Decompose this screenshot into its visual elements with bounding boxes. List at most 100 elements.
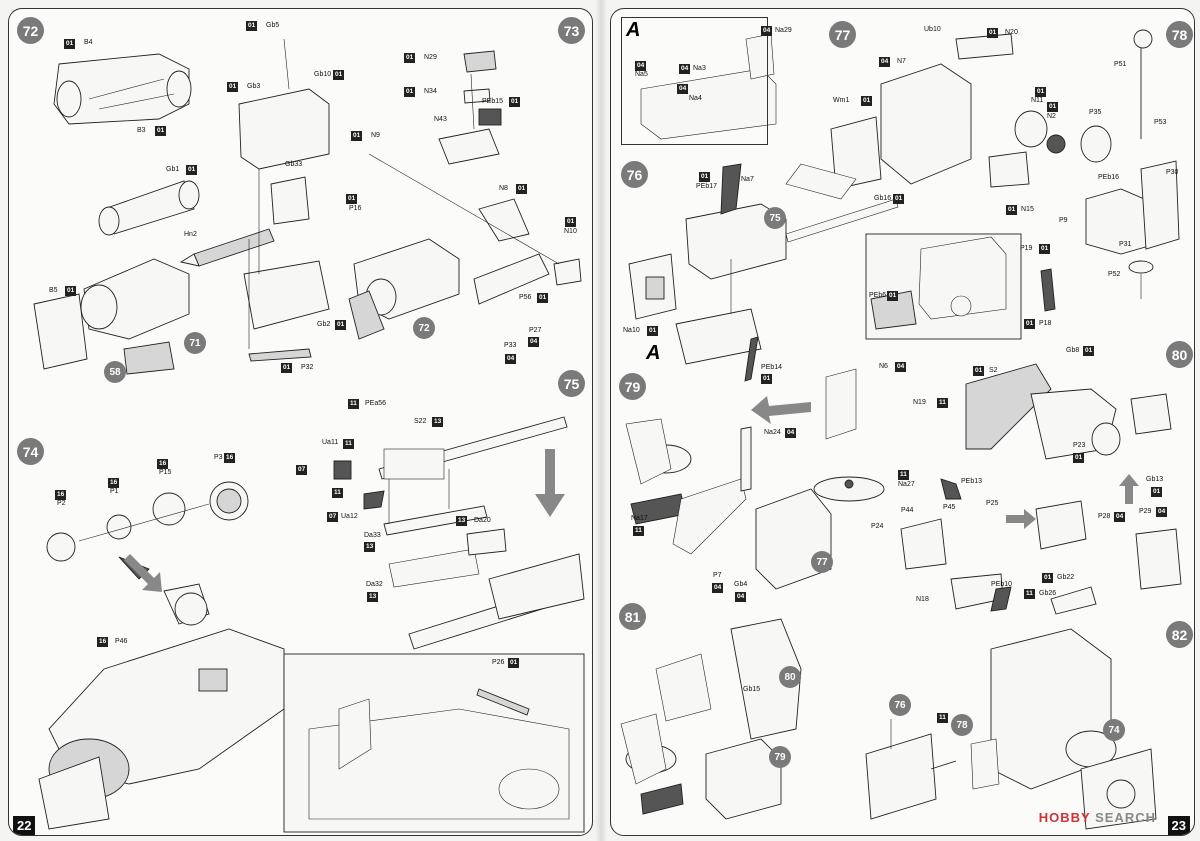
part-label: S22 [414,418,427,425]
sprue-code: 01 [761,374,773,384]
ref-step: 80 [779,666,801,688]
sprue-code: 07 [327,512,339,522]
sprue-code: 11 [633,526,644,536]
watermark-brand: HOBBY [1038,810,1091,825]
sprue-code: 01 [565,217,577,227]
sprue-code: 01 [333,70,345,80]
sprue-code: 16 [97,637,109,647]
page-number: 22 [13,816,36,835]
part-label: Gb3 [247,83,261,90]
sprue-code: 04 [785,428,797,438]
part-label: N8 [499,185,508,192]
sprue-code: 01 [1083,346,1095,356]
part-label: N15 [1021,206,1034,213]
sprue-code: 04 [677,84,689,94]
direction-arrow [535,449,565,517]
sprue-code: 01 [155,126,167,136]
part-label: P46 [115,638,128,645]
part-label: Na5 [635,71,648,78]
sprue-code: 01 [893,194,905,204]
sprue-code: 13 [432,417,444,427]
part-label: S2 [989,367,998,374]
direction-arrow [124,554,162,592]
part-label: P7 [713,572,722,579]
part-label: N19 [913,399,926,406]
part-label: P15 [159,469,172,476]
watermark: HOBBY SEARCH [1039,810,1156,825]
part-label: Na29 [775,27,792,34]
sprue-code: 11 [343,439,354,449]
page-number: 23 [1167,816,1190,835]
part-label: PEb14 [761,364,783,371]
part-label: P25 [986,500,999,507]
part-label: P44 [901,507,914,514]
subassembly-a-box [621,17,768,145]
part-label: P35 [1089,109,1102,116]
sprue-code: 11 [1024,589,1035,599]
sprue-code: 04 [761,26,773,36]
sprue-code: 01 [516,184,528,194]
sprue-code: 04 [679,64,691,74]
part-label: Na27 [898,481,915,488]
sprue-code: 01 [404,87,416,97]
sprue-code: 01 [1039,244,1051,254]
part-label: Ua12 [341,513,358,520]
part-label: P9 [1059,217,1068,224]
part-label: Da33 [364,532,381,539]
sprue-code: 01 [987,28,999,38]
part-label: P45 [943,504,956,511]
sprue-code: 11 [348,399,359,409]
sprue-code: 01 [647,326,659,336]
sprue-code: 13 [367,592,379,602]
part-label: Gb33 [285,161,303,168]
part-label: Gb1 [166,166,180,173]
part-label: P2 [57,500,66,507]
step-number: 74 [17,438,44,465]
sprue-code: 04 [635,61,647,71]
part-label: P18 [1039,320,1052,327]
sprue-code: 16 [108,478,120,488]
sprue-code: 01 [1006,205,1018,215]
right-page: A A 76 77 78 79 80 81 82 75 77 80 79 76 … [610,8,1195,836]
part-label: N9 [371,132,380,139]
sprue-code: 13 [364,542,376,552]
sprue-code: 04 [1114,512,1126,522]
sprue-code: 11 [937,398,948,408]
part-label: Gb4 [734,581,748,588]
sprue-code: 01 [64,39,76,49]
right-page-artwork [620,29,1182,830]
part-label: P33 [504,342,517,349]
part-label: P23 [1073,442,1086,449]
left-page: 72 73 74 75 58 71 72 01 B4 B3 01 Gb1 01 … [8,8,593,836]
sprue-code: 04 [879,57,891,67]
ref-step: 78 [951,714,973,736]
step-number: 72 [17,17,44,44]
part-label: Gb26 [1039,590,1057,597]
sprue-code: 01 [246,21,258,31]
sprue-code: 01 [281,363,293,373]
part-label: N18 [916,596,929,603]
part-label: Na17 [631,515,648,522]
part-label: P29 [1139,508,1152,515]
sprue-code: 01 [404,53,416,63]
sprue-code: 01 [699,172,711,182]
subassembly-a-marker: A [646,342,661,364]
sprue-code: 01 [335,320,347,330]
part-label: Gb15 [743,686,761,693]
part-label: N2 [1047,113,1056,120]
sprue-code: 01 [65,286,77,296]
step-number: 81 [619,603,646,630]
step-number: 80 [1166,341,1193,368]
part-label: Gb5 [266,22,280,29]
part-label: Ub10 [924,26,941,33]
part-label: Na7 [741,176,754,183]
part-label: N20 [1005,29,1018,36]
part-label: P51 [1114,61,1127,68]
part-label: Ua11 [322,439,339,446]
direction-arrow [1119,474,1139,504]
part-label: Gb22 [1057,574,1075,581]
sprue-code: 01 [1047,102,1059,112]
sprue-code: 01 [1024,319,1036,329]
sprue-code: 04 [1156,507,1168,517]
